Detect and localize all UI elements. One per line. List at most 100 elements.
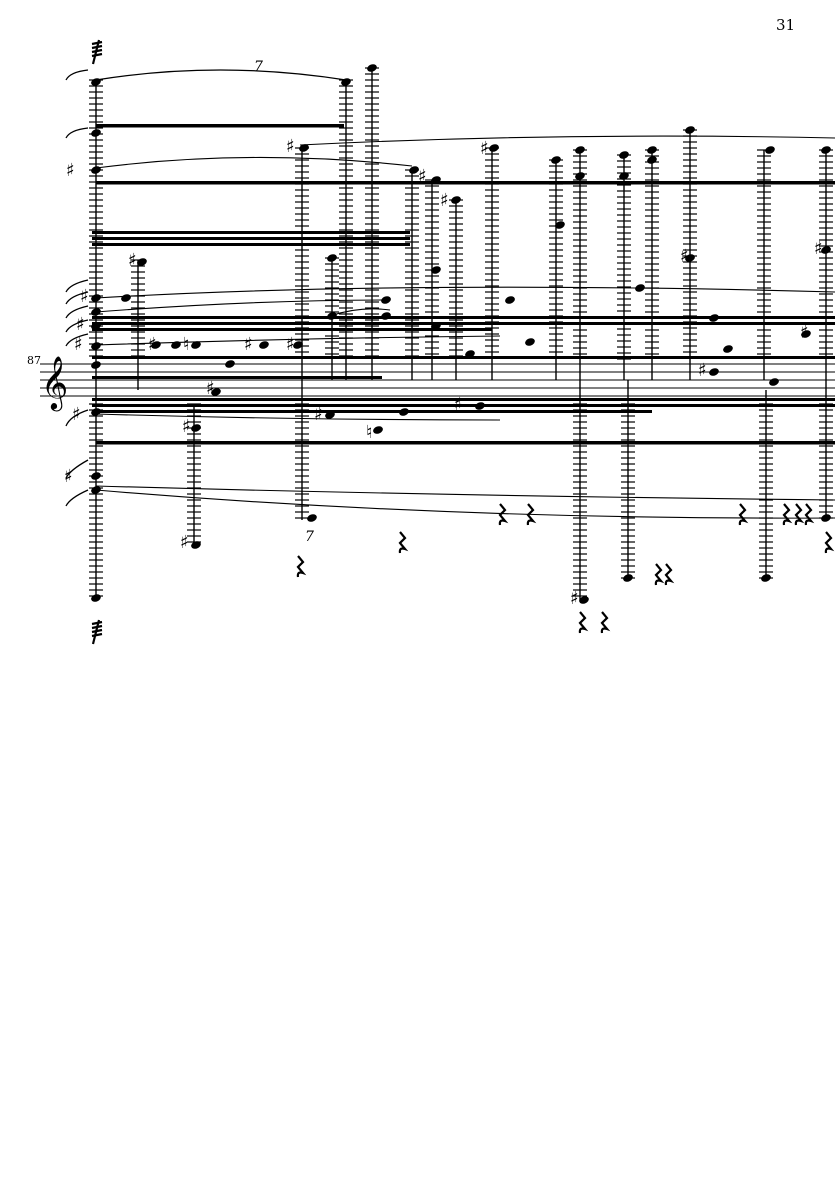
notehead: [137, 258, 147, 266]
tuplet-number: 7: [254, 59, 263, 75]
sharp-sign-icon: ♯: [680, 246, 689, 267]
notehead: [211, 388, 221, 396]
sharp-sign-icon: ♯: [64, 466, 73, 487]
treble-clef-icon: 𝄞: [41, 355, 68, 411]
sharp-sign-icon: ♯: [80, 286, 89, 307]
quarter-rest-icon: [398, 531, 409, 554]
notehead: [381, 296, 391, 304]
notehead: [91, 472, 101, 480]
notehead: [623, 574, 633, 582]
notehead: [325, 411, 335, 419]
sharp-sign-icon: ♯: [800, 322, 809, 343]
notehead: [191, 424, 201, 432]
notehead: [647, 146, 657, 154]
natural-sign-icon: ♮: [183, 334, 189, 355]
notehead: [579, 596, 589, 604]
notehead: [191, 541, 201, 549]
page-number: 31: [776, 16, 796, 34]
notehead: [647, 156, 657, 164]
notehead: [91, 166, 101, 174]
notehead: [91, 294, 101, 302]
notehead: [685, 254, 695, 262]
notehead: [171, 341, 181, 349]
sharp-sign-icon: ♯: [286, 136, 295, 157]
notehead: [709, 368, 719, 376]
notehead: [821, 146, 831, 154]
notehead: [409, 166, 419, 174]
notehead: [619, 151, 629, 159]
quarter-rest-icon: [600, 611, 611, 634]
sharp-sign-icon: ♯: [480, 138, 489, 159]
notehead: [551, 156, 561, 164]
tremolo-marks: [91, 39, 103, 645]
quarter-rest-icon: [296, 555, 307, 578]
notehead: [685, 126, 695, 134]
notehead: [121, 294, 131, 302]
quarter-rest-icon: [782, 503, 793, 526]
notehead: [575, 172, 585, 180]
sharp-sign-icon: ♯: [698, 360, 707, 381]
sharp-sign-icon: ♯: [182, 416, 191, 437]
sharp-sign-icon: ♯: [814, 238, 823, 259]
sharp-sign-icon: ♯: [66, 160, 75, 181]
sharp-sign-icon: ♯: [148, 334, 157, 355]
notehead: [91, 486, 101, 494]
notehead: [769, 378, 779, 386]
quarter-rest-icon: [498, 503, 509, 526]
sharp-sign-icon: ♯: [440, 190, 449, 211]
sharp-sign-icon: ♯: [244, 334, 253, 355]
notehead: [299, 144, 309, 152]
notehead: [619, 172, 629, 180]
notehead: [821, 246, 831, 254]
notehead: [341, 78, 351, 86]
notehead: [489, 144, 499, 152]
notehead: [475, 402, 485, 410]
ties: [95, 135, 835, 519]
sharp-sign-icon: ♯: [454, 394, 463, 415]
sharp-sign-icon: ♯: [314, 404, 323, 425]
sharp-sign-icon: ♯: [418, 166, 427, 187]
natural-sign-icon: ♮: [366, 422, 372, 443]
measure-number: 87: [27, 354, 41, 367]
notehead: [451, 196, 461, 204]
staff: [40, 363, 835, 397]
notehead: [465, 350, 475, 358]
quarter-rest-icon: [654, 563, 665, 586]
notehead: [801, 330, 811, 338]
notehead: [327, 254, 337, 262]
notehead: [723, 345, 733, 353]
sharp-sign-icon: ♯: [180, 532, 189, 553]
notehead: [709, 314, 719, 322]
notehead: [91, 322, 101, 330]
quarter-rest-icon: [824, 531, 835, 554]
notehead: [225, 360, 235, 368]
sharp-sign-icon: ♯: [72, 404, 81, 425]
beams: [92, 124, 835, 445]
notehead: [259, 341, 269, 349]
notehead: [761, 574, 771, 582]
sharp-sign-icon: ♯: [128, 250, 137, 271]
notehead: [505, 296, 515, 304]
notehead: [821, 514, 831, 522]
accidentals: ♯♯♯♯♯♯♯♯♯♯♯♯♯♯♯♯♯♯♯♯♯♯♯♯♮♮: [64, 136, 823, 609]
notehead: [91, 408, 101, 416]
quarter-rest-icon: [578, 611, 589, 634]
notehead: [431, 322, 441, 330]
notehead: [327, 312, 337, 320]
notehead: [151, 341, 161, 349]
sharp-sign-icon: ♯: [74, 334, 83, 355]
notehead: [191, 341, 201, 349]
notehead: [373, 426, 383, 434]
notehead: [525, 338, 535, 346]
notehead: [765, 146, 775, 154]
sharp-sign-icon: ♯: [286, 334, 295, 355]
notehead: [91, 594, 101, 602]
tuplet-slur: [95, 69, 347, 81]
notehead: [91, 342, 101, 350]
quarter-rest-icon: [804, 503, 815, 526]
notehead: [381, 312, 391, 320]
stems: [89, 67, 833, 600]
notehead: [367, 64, 377, 72]
notehead: [91, 78, 101, 86]
